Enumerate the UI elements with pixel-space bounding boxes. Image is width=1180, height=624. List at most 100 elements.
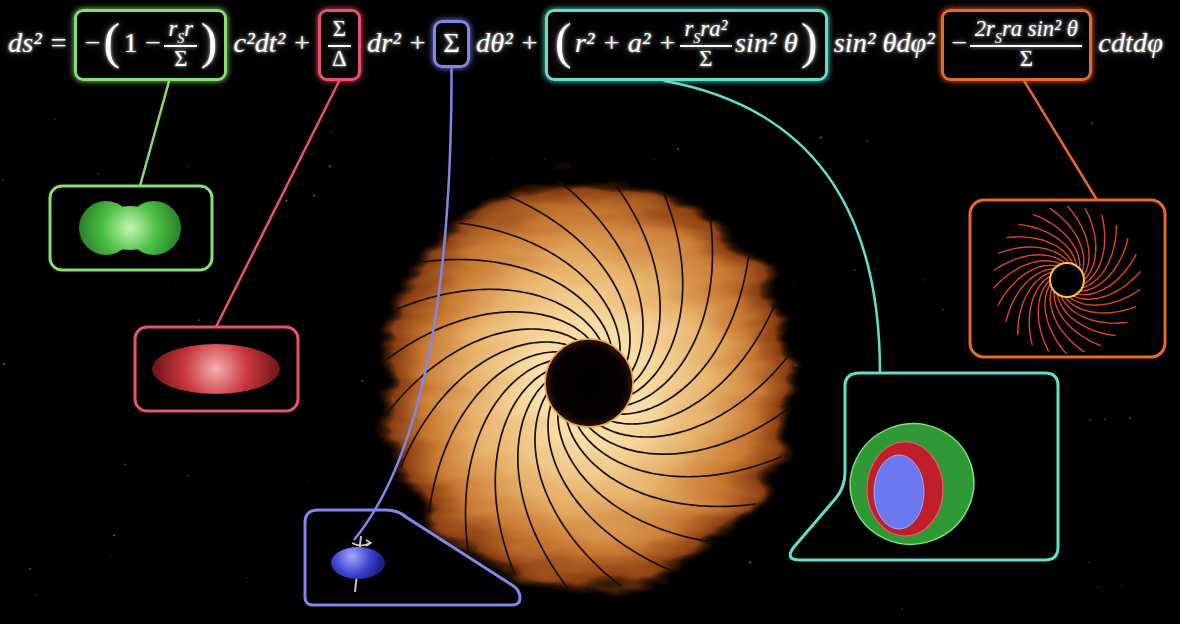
equation-term: dr² + (367, 29, 427, 57)
math-term: − (84, 29, 100, 57)
star (308, 480, 310, 482)
spiral-arm (1054, 291, 1105, 347)
accretion-disk (374, 168, 804, 598)
star (29, 568, 31, 570)
math-term: r (168, 18, 177, 41)
inset-frame (50, 186, 212, 270)
math-term: Σ (1020, 48, 1033, 71)
star (175, 282, 177, 284)
peanut-waist (96, 206, 164, 250)
inner-body (874, 455, 924, 529)
spiral-arm (414, 260, 611, 345)
spiral-arm (620, 245, 750, 414)
leader-line (664, 81, 880, 373)
star (1090, 420, 1092, 422)
leader-line (216, 81, 339, 327)
event-horizon (545, 339, 633, 427)
inset-frame (305, 510, 520, 605)
spiral-arm (567, 421, 764, 506)
math-term: Σ (333, 18, 346, 41)
star (36, 594, 37, 595)
mini-frame-drag (990, 203, 1143, 357)
star (198, 319, 200, 321)
spiral-arm (1029, 213, 1080, 269)
star (248, 266, 249, 267)
equation-term: c²dt² + (234, 29, 312, 57)
star (677, 148, 679, 150)
equation-term: ds² = (8, 29, 68, 57)
spiral-arm (495, 372, 546, 583)
star (901, 609, 902, 610)
math-term: ra sin² θ (1002, 18, 1078, 41)
equation-term: cdtdφ (1098, 29, 1163, 57)
spiral-arm (1005, 269, 1054, 326)
math-term: ra² (700, 18, 727, 41)
star (874, 268, 875, 269)
star (370, 483, 372, 485)
term-box: (r² + a² +rSra²Σsin² θ) (545, 9, 827, 81)
math-term: sin² θ (735, 29, 798, 57)
star (820, 136, 822, 138)
math-term: ( (555, 17, 572, 67)
equation-term: sin² θdφ² (834, 29, 935, 57)
equation-term: dθ² + (476, 29, 539, 57)
spiral-arm (1061, 296, 1132, 323)
math-term: ( (104, 17, 121, 67)
spiral-arm (1083, 205, 1096, 280)
spiral-arm (1057, 294, 1119, 336)
star (653, 159, 654, 160)
spiral-arm (1065, 297, 1140, 313)
frame-drag-lines (378, 172, 801, 595)
math-term: r² + a² + (575, 29, 677, 57)
star (1104, 418, 1106, 420)
star (330, 131, 331, 132)
leader-lines (140, 68, 1097, 540)
spiral-arm (996, 265, 1057, 309)
star (124, 464, 126, 466)
leader-line (1024, 81, 1097, 200)
star (544, 159, 545, 160)
star (1091, 122, 1093, 124)
star (492, 157, 494, 159)
star (329, 165, 331, 167)
star (285, 199, 287, 201)
star (854, 270, 856, 272)
spiral-arm (1082, 221, 1116, 288)
math-term: S (693, 31, 700, 45)
star (754, 142, 756, 144)
math-term: S (177, 31, 184, 45)
star (277, 464, 279, 466)
star (749, 561, 751, 563)
horizon-shell (867, 442, 943, 536)
star (867, 140, 869, 142)
spin-arrowhead (366, 540, 371, 546)
math-term: ) (801, 17, 818, 67)
spiral-arm (1018, 272, 1052, 339)
spiral-arm (497, 192, 630, 361)
inset-frame (135, 327, 298, 411)
term-box: −(1 −rSrΣ) (74, 9, 227, 81)
leader-line (140, 81, 169, 186)
horizon-ellipsoid (152, 344, 280, 394)
math-term: ) (201, 17, 218, 67)
star (1097, 587, 1098, 588)
star (1089, 562, 1090, 563)
oblate-body (331, 547, 385, 579)
math-term: Σ (699, 48, 712, 71)
star (109, 556, 110, 557)
star (41, 115, 43, 117)
spiral-arm (451, 222, 620, 352)
spiral-arm (632, 183, 683, 394)
spiral-arm (428, 352, 558, 521)
star (92, 465, 94, 467)
mini-horizon (1050, 263, 1084, 297)
spiral-arm (627, 208, 712, 405)
spiral-arm (1002, 237, 1073, 264)
star (1129, 417, 1131, 419)
math-term: S (995, 31, 1002, 45)
inset-frame (970, 200, 1165, 357)
star (3, 363, 5, 365)
star (821, 564, 822, 565)
star (924, 279, 925, 280)
